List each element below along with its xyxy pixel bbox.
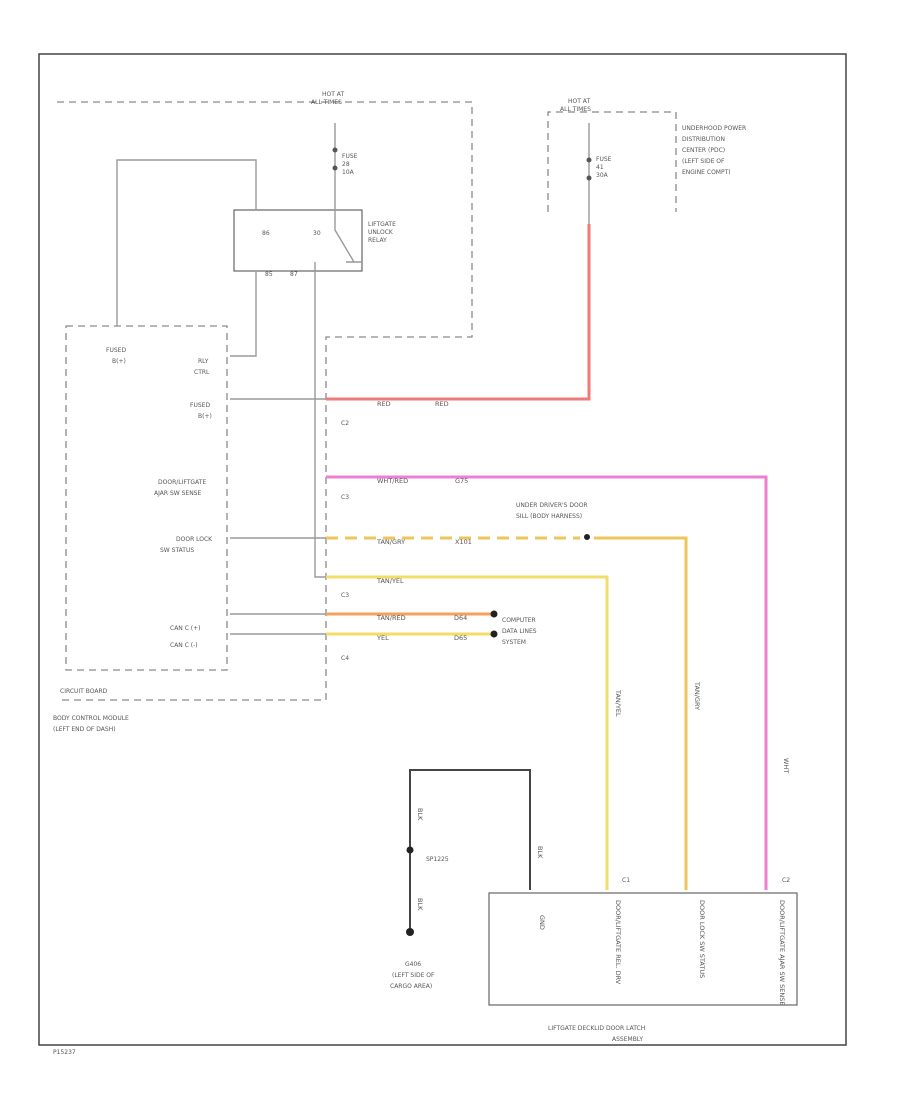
can-minus-code-1: YEL: [376, 634, 389, 642]
pink-wire-code-2: G75: [455, 477, 468, 485]
splice-label: SP1225: [426, 856, 449, 863]
latch-assembly-box: [488, 892, 798, 1006]
bcm-can-minus: CAN C (-): [170, 642, 198, 649]
latch-pin-lock: DOOR LOCK SW STATUS: [698, 900, 706, 978]
relay-output-wire: [314, 262, 326, 578]
relay-contact-wire: [334, 210, 362, 263]
ground-wire: [409, 769, 531, 932]
latch-connector-c1: C1: [622, 877, 630, 884]
fused-bplus-wire: [116, 159, 257, 326]
red-wire-code-1: RED: [377, 400, 391, 408]
connector-c2: C2: [341, 420, 349, 427]
bcm-boundary: [65, 325, 228, 671]
can-minus-code-2: D65: [454, 634, 467, 642]
latch-pin-ajar: DOOR/LIFTGATE AJAR SW SENSE: [778, 900, 786, 1005]
red-wire-code-2: RED: [435, 400, 449, 408]
relay-pin-87: 87: [290, 271, 298, 278]
connector-c3-b: C3: [341, 592, 349, 599]
diagram-frame: [38, 53, 847, 1046]
bcm-can-plus: CAN C (+): [170, 625, 201, 632]
red-wire: [326, 224, 591, 401]
fuse-41-icon: [586, 157, 592, 181]
ground-g406-icon: [406, 928, 414, 936]
relay-pin-30: 30: [313, 230, 321, 237]
yellow-wire-code: TAN/YEL: [376, 577, 404, 585]
vertical-code-2: TAN/GRY: [693, 681, 701, 710]
vertical-code-1: TAN/YEL: [614, 689, 622, 717]
circuit-board-label: CIRCUIT BOARD: [60, 688, 108, 695]
can-minus-terminal: [490, 630, 498, 638]
relay-pin-86: 86: [262, 230, 270, 237]
pink-wire: [326, 475, 768, 890]
fuse-box-boundary: [57, 101, 473, 701]
latch-connector-c2: C2: [782, 877, 790, 884]
relay-ctrl-wire: [230, 271, 257, 357]
can-plus-code-2: D64: [454, 614, 467, 622]
connector-c3-a: C3: [341, 494, 349, 501]
dash-wire-code-2: X101: [455, 538, 472, 546]
pink-wire-code-1: WHT/RED: [377, 477, 408, 485]
latch-pin-gnd: GND: [538, 915, 546, 930]
fuse-28-icon: [332, 147, 338, 171]
blk-code-2: BLK: [416, 898, 424, 911]
latch-pin-rel: DOOR/LIFTGATE REL. DRV: [614, 900, 622, 985]
orange-yellow-wire: [594, 536, 688, 890]
blk-code-1: BLK: [416, 808, 424, 821]
dash-wire-code-1: TAN/GRY: [376, 538, 405, 546]
can-plus-code-1: TAN/RED: [376, 614, 406, 622]
relay-box: [233, 209, 363, 272]
footer-code: P15237: [53, 1049, 76, 1056]
connector-c4: C4: [341, 655, 349, 662]
body-harness-splice-icon: [584, 534, 590, 540]
splice-sp1225-icon: [406, 846, 414, 854]
yellow-wire: [326, 575, 609, 890]
blk-code-3: BLK: [536, 846, 544, 859]
vertical-code-3: WHT: [782, 758, 790, 773]
pdc-boundary: [547, 111, 677, 212]
relay-pin-85: 85: [265, 271, 273, 278]
can-plus-terminal: [490, 610, 498, 618]
bcm-label: BODY CONTROL MODULE(LEFT END OF DASH): [53, 715, 129, 733]
